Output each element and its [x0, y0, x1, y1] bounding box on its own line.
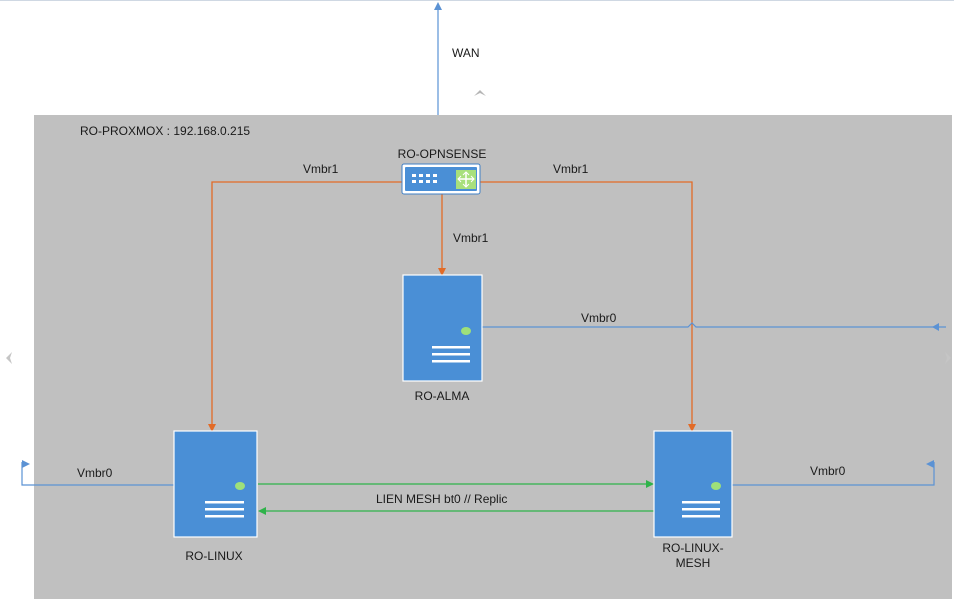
server-alma-label: RO-ALMA	[414, 389, 470, 403]
vmbr0-alma-label: Vmbr0	[581, 311, 617, 325]
top-border	[0, 0, 954, 1]
host-label: RO-PROXMOX : 192.168.0.215	[80, 124, 251, 138]
vmbr0-alma-terminal	[932, 323, 939, 331]
wan-label: WAN	[452, 46, 480, 60]
vmbr0-link-linux	[21, 462, 174, 486]
vmbr0-link-alma	[482, 322, 946, 328]
server-mesh-label: RO-LINUX- MESH	[662, 541, 723, 571]
vmbr1-mesh-label: Vmbr1	[553, 162, 589, 176]
left-nav-chevron-icon	[6, 352, 12, 364]
server-mesh-label-line2: MESH	[675, 556, 711, 570]
firewall-label: RO-OPNSENSE	[397, 147, 487, 161]
server-linux-icon	[173, 430, 258, 538]
proxmox-host-box	[34, 115, 952, 599]
server-linux-label: RO-LINUX	[185, 549, 243, 563]
vmbr0-linux-terminal	[22, 460, 30, 468]
mesh-link-label: LIEN MESH bt0 // Replic	[376, 492, 508, 506]
vmbr1-link-mesh	[480, 181, 696, 432]
right-nav-chevron-icon	[945, 352, 951, 364]
vmbr0-link-mesh	[732, 462, 935, 486]
vmbr1-alma-label: Vmbr1	[453, 231, 489, 245]
server-alma-icon	[402, 274, 483, 382]
vmbr0-mesh-terminal	[926, 460, 934, 468]
firewall-icon	[401, 163, 481, 195]
vmbr0-mesh-label: Vmbr0	[810, 464, 846, 478]
server-mesh-icon	[653, 430, 733, 538]
vmbr1-link-linux	[208, 181, 402, 432]
server-mesh-label-line1: RO-LINUX-	[662, 541, 724, 555]
vmbr0-linux-label: Vmbr0	[77, 466, 113, 480]
vmbr1-linux-label: Vmbr1	[303, 162, 339, 176]
wan-chevron-icon	[474, 90, 486, 96]
